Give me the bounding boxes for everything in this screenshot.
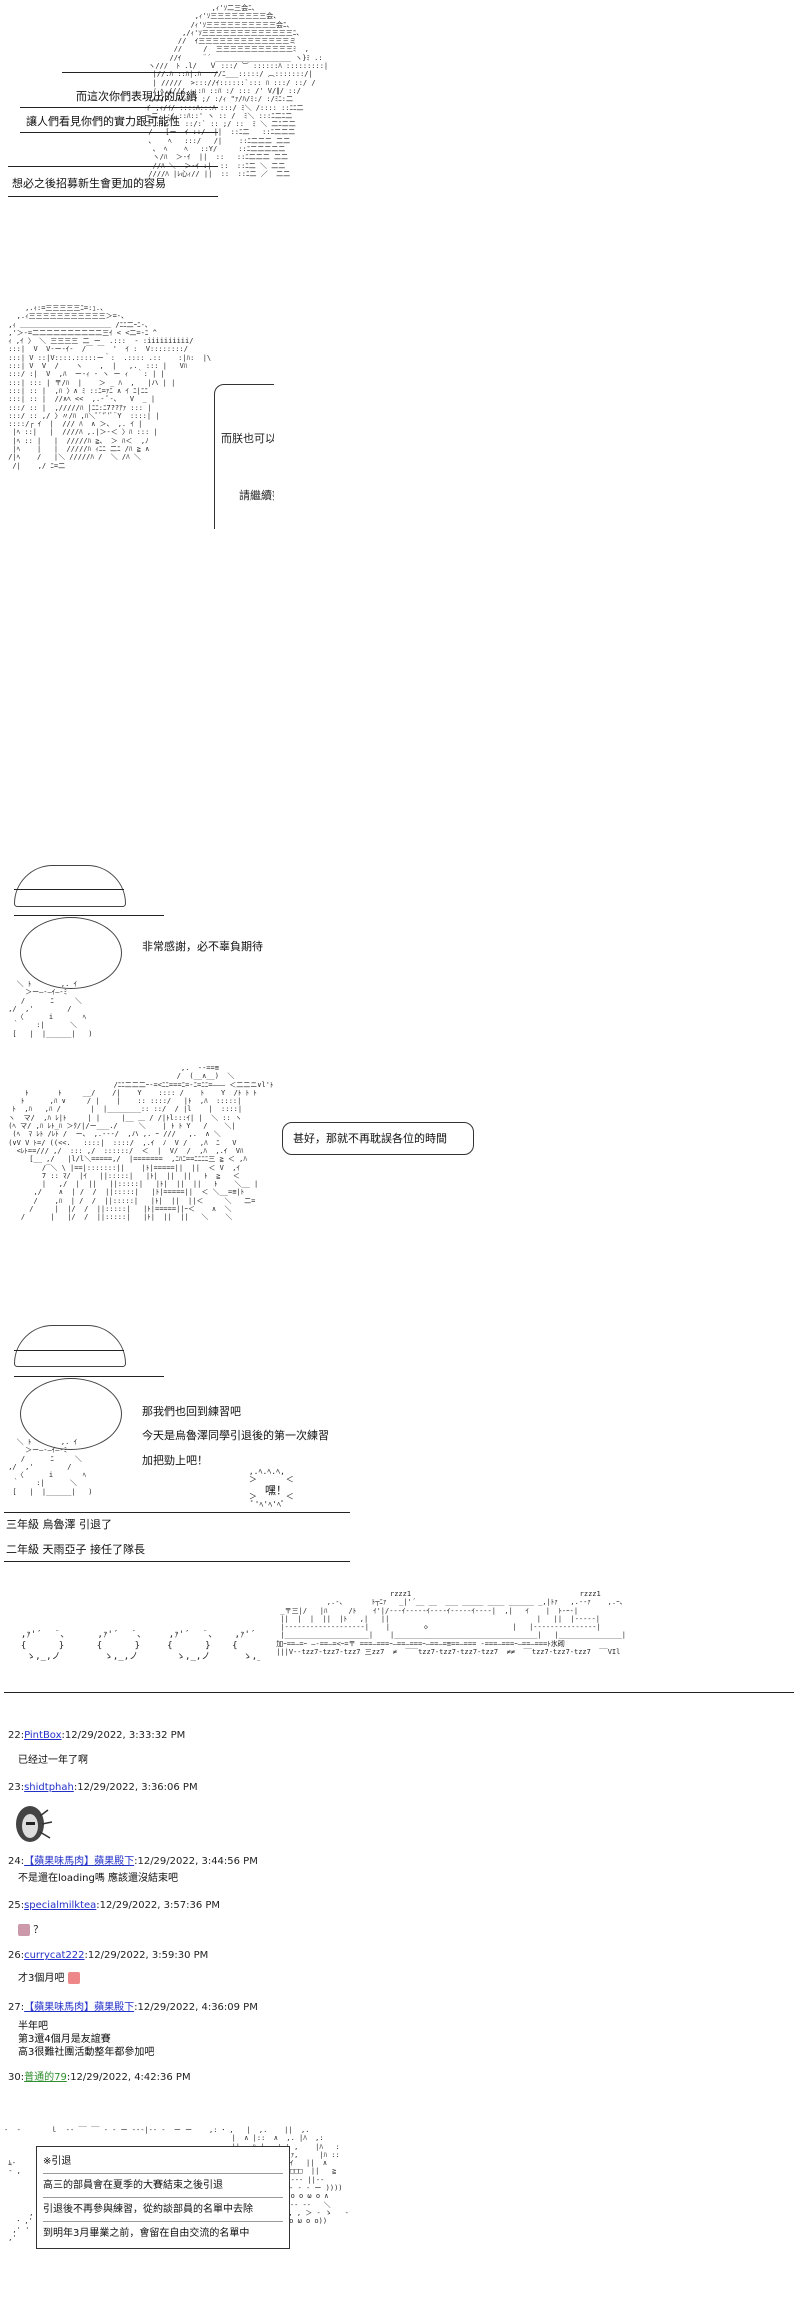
ascii-art-boss: ,ｨ'ｿ二三会ﾆ、 ,ｨ'ｿ三三三三三三三三会、 /ｨ'ｿ三三三三三三三三三三会… xyxy=(144,4,329,178)
note-line-2: 高三的部員會在夏季的大賽結束之後引退 xyxy=(43,2174,283,2198)
panel2-line-2: 請繼續努力，朕期待你們的表現 xyxy=(239,489,274,502)
ascii-art-body-2: ＼ ﾄ ,. ｲ ＞ー―‐―ｲ―‐ﾐ / ﾆ ＼ ,/ ,' / 〈 i ﾍ ｀… xyxy=(8,1438,93,1496)
comment-body-24: 不是還在loading嗎 應該還沒結束吧 xyxy=(18,1873,179,1884)
character-face-2 xyxy=(20,1378,122,1450)
sticker-icon xyxy=(18,1924,30,1936)
panel1-line-2: 讓人們看見你們的實力跟可能性 xyxy=(26,115,180,128)
comment-header-25: 25:specialmilktea:12/29/2022, 3:57:36 PM xyxy=(8,1900,221,1911)
comment-user-link[interactable]: 【蘋果味馬肉】蘋果殿下 xyxy=(24,1856,135,1867)
ascii-art-body: ＼ ﾄ ,. ｲ ＞ー―‐―ｲ―‐ﾐ / ﾆ ＼ ,/ ,' / 〈 i ﾍ ｀… xyxy=(8,980,93,1038)
comment-user-link[interactable]: 【蘋果味馬肉】蘋果殿下 xyxy=(24,2002,135,2013)
comment-body-27: 半年吧 第3還4個月是友誼賽 高3很難社團活動整年都參加吧 xyxy=(18,2021,155,2058)
panel1-line-3: 想必之後招募新生會更加的容易 xyxy=(12,177,166,190)
comment-header-23: 23:shidtphah:12/29/2022, 3:36:06 PM xyxy=(8,1782,198,1793)
comment-header-30: 30:普通的79:12/29/2022, 4:42:36 PM xyxy=(8,2072,191,2083)
panel-2: ,.ｨ:=三三三三三ﾆ=:ｭ.、 ,.ｨ三三三三三三三三三三三＞=-、 ,ｨ ＿… xyxy=(0,300,800,2249)
note-line-4: 到明年3月畢業之前，會留在自由交流的名單中 xyxy=(43,2228,250,2239)
comment-user-link[interactable]: shidtphah xyxy=(24,1782,74,1793)
comment-header-26: 26:currycat222:12/29/2022, 3:59:30 PM xyxy=(8,1950,209,1961)
comment-user-link[interactable]: PintBox xyxy=(24,1730,62,1741)
panel5-note-1: 三年級 烏魯澤 引退了 xyxy=(6,1518,112,1531)
comment-user-link[interactable]: currycat222 xyxy=(24,1950,85,1961)
panel-4: ,. -‐==≡ / (__∧__) ＼ /ﾆﾆ二二二ｰ‐=<ﾆﾆ===ﾆ=‐ﾆ… xyxy=(0,1060,800,1300)
comment-body-26: 才3個月吧 xyxy=(18,1972,80,1985)
panel3-line-1: 非常感謝，必不辜負期待 xyxy=(142,940,263,953)
character-cap xyxy=(14,865,126,907)
panel4-line-1: 甚好，那就不再耽誤各位的時間 xyxy=(293,1132,447,1145)
note-line-1: ※引退 xyxy=(43,2150,283,2174)
ascii-art-leader: ,.ｨ:=三三三三三ﾆ=:ｭ.、 ,.ｨ三三三三三三三三三三三＞=-、 ,ｨ ＿… xyxy=(4,304,274,529)
comment-body-22: 已经过一年了啊 xyxy=(18,1755,88,1766)
panel5-note-2: 二年級 天雨亞子 接任了隊長 xyxy=(6,1543,145,1556)
panel5-line-3: 加把勁上吧！ xyxy=(142,1454,208,1467)
panel-3: ＼ ﾄ ,. ｲ ＞ー―‐―ｲ―‐ﾐ / ﾆ ＼ ,/ ,' / 〈 i ﾍ ｀… xyxy=(0,855,800,1055)
panel5-shout: 嘿！ xyxy=(265,1484,287,1497)
panel-1: ,ｨ'ｿ二三会ﾆ、 ,ｨ'ｿ三三三三三三三三会、 /ｨ'ｿ三三三三三三三三三三会… xyxy=(0,0,800,290)
character-cap-2 xyxy=(14,1325,126,1367)
panel5-line-2: 今天是烏魯澤同學引退後的第一次練習 xyxy=(142,1429,329,1442)
ascii-art-speed-lines: ,ｧ'´ ｀ﾞ､ ,ｧ'´ ｀ﾞ､ ,ｧ'´ ｀ﾞ､ ,ｧ'´ ｀ﾞ､ { } … xyxy=(20,1630,260,1662)
comment-body-25: ？ xyxy=(18,1924,43,1937)
comment-user-link[interactable]: specialmilktea xyxy=(24,1900,97,1911)
panel-7: ‐ ‐ ｌ ‐‐ ‾‾ ‾‾ ‐ ‐ ー ‐‐‐|‐‐ ‐ ー ー ,: ･ ,… xyxy=(0,2126,800,2304)
panel2-line-1: 而朕也可以放心的給你們更多的預算 xyxy=(221,432,274,445)
panel1-line-1: 而這次你們表現出的成績 xyxy=(76,90,197,103)
note-line-3: 引退後不再參與練習，從約談部員的名單中去除 xyxy=(43,2198,283,2222)
comments-section: 22:PintBox:12/29/2022, 3:33:32 PM 已经过一年了… xyxy=(0,1700,800,2130)
note-box: ※引退 高三的部員會在夏季的大賽結束之後引退 引退後不再參與練習，從約談部員的名… xyxy=(36,2146,290,2249)
shout-burst: ,.ﾍ.ﾍ.ﾍ, ＞ ＜ ＞ ＜ ﾟ'ﾍ'ﾍ'ﾍﾟ xyxy=(248,1468,294,1508)
ascii-art-crowd: ,. -‐==≡ / (__∧__) ＼ /ﾆﾆ二二二ｰ‐=<ﾆﾆ===ﾆ=‐ﾆ… xyxy=(8,1064,274,1222)
sticker-icon xyxy=(67,1972,80,1984)
ascii-art-train: rzzz1 rzzz1 ,.-、 ﾄ┬ﾆｧ _|'´__ __ ___ ____… xyxy=(276,1590,627,1657)
panel2-speech-bubble: 而朕也可以放心的給你們更多的預算 請繼續努力，朕期待你們的表現 xyxy=(214,384,274,529)
character-face xyxy=(20,917,122,989)
panel4-speech-bubble: 甚好，那就不再耽誤各位的時間 xyxy=(282,1122,474,1155)
panel5-line-1: 那我們也回到練習吧 xyxy=(142,1405,241,1418)
comment-header-24: 24:【蘋果味馬肉】蘋果殿下:12/29/2022, 3:44:56 PM xyxy=(8,1856,258,1867)
comment-header-22: 22:PintBox:12/29/2022, 3:33:32 PM xyxy=(8,1730,186,1741)
comment-image-23 xyxy=(10,1800,56,1846)
panel-5: ＼ ﾄ ,. ｲ ＞ー―‐―ｲ―‐ﾐ / ﾆ ＼ ,/ ,' / 〈 i ﾍ ｀… xyxy=(0,1320,800,1565)
comment-user-link[interactable]: 普通的79 xyxy=(24,2072,67,2083)
panel-6: ,ｧ'´ ｀ﾞ､ ,ｧ'´ ｀ﾞ､ ,ｧ'´ ｀ﾞ､ ,ｧ'´ ｀ﾞ､ { } … xyxy=(0,1590,800,1695)
